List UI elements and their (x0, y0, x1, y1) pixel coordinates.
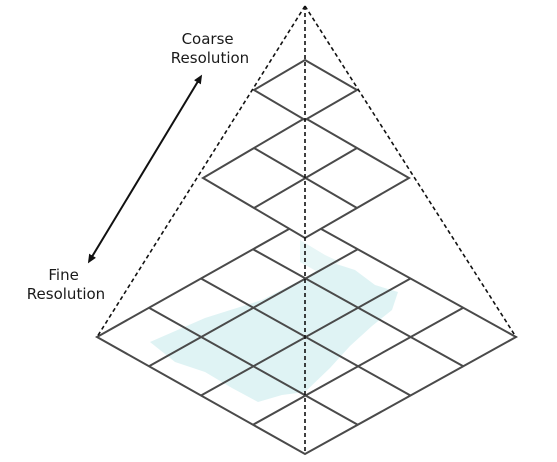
fine-grid-line (252, 248, 464, 368)
pyramid-edge-left (96, 5, 306, 338)
fine-level-diamond (94, 218, 519, 456)
fine-resolution-grid (94, 218, 519, 456)
coarse-label: Coarse Resolution (171, 30, 249, 67)
fine-label-line2: Resolution (27, 285, 105, 303)
resolution-arrow (87, 74, 203, 264)
coarse-label-line1: Coarse (182, 30, 234, 48)
fine-label: Fine Resolution (27, 266, 105, 303)
fine-grid-line (148, 306, 359, 426)
coarse-label-line2: Resolution (171, 49, 249, 67)
medium-resolution-grid (201, 116, 412, 240)
pyramid-outline (96, 5, 517, 454)
fine-label-line1: Fine (48, 266, 78, 284)
pyramid-edge-right (304, 5, 517, 338)
